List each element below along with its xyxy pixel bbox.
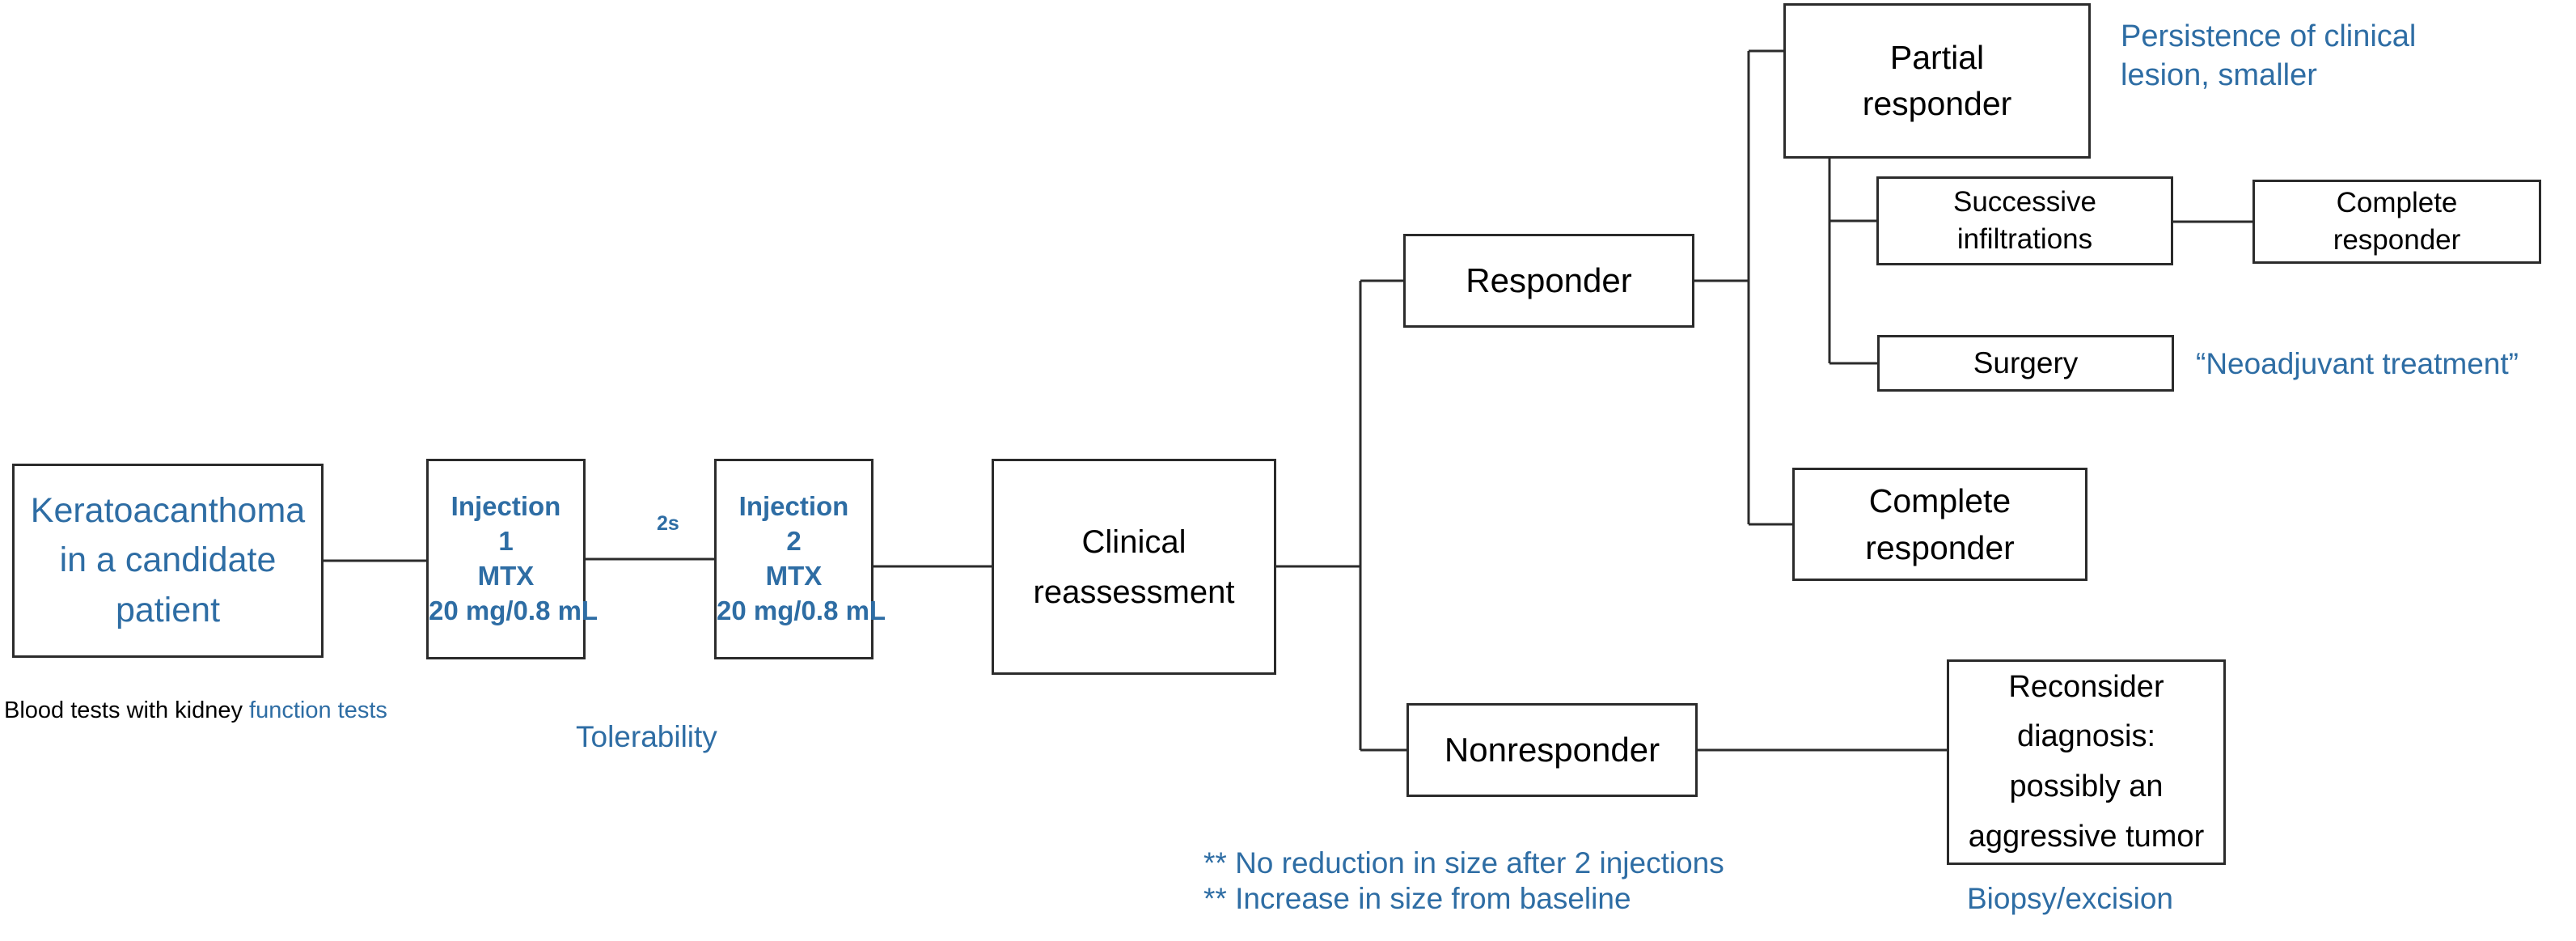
node-clinical-reassessment[interactable]: Clinical reassessment xyxy=(992,459,1276,675)
node-complete-responder-top-line2: responder xyxy=(2333,224,2461,256)
caption-blood-tests-black: Blood tests with kidney xyxy=(4,697,243,723)
node-complete-responder-top-line1: Complete xyxy=(2336,186,2458,218)
node-injection-2-line1: Injection xyxy=(738,491,849,522)
node-clinical-reassessment-line1: Clinical xyxy=(1081,523,1186,560)
node-injection-1-line2: 1 xyxy=(498,526,514,557)
node-injection-2-line4: 20 mg/0.8 mL xyxy=(717,595,886,625)
node-successive-infiltrations-line2: infiltrations xyxy=(1956,223,2093,255)
node-keratoacanthoma-line2: in a candidate xyxy=(59,540,277,580)
node-reconsider-diagnosis-line3: possibly an xyxy=(2009,769,2164,803)
node-successive-infiltrations-line1: Successive xyxy=(1952,185,2097,218)
node-injection-2-line3: MTX xyxy=(765,561,823,591)
node-injection-1[interactable]: Injection 1 MTX 20 mg/0.8 mL xyxy=(426,459,599,659)
node-injection-2-line2: 2 xyxy=(786,526,802,557)
node-reconsider-diagnosis-line1: Reconsider xyxy=(2008,669,2164,704)
caption-blood-tests-blue: function tests xyxy=(249,697,387,723)
node-surgery-label: Surgery xyxy=(1973,346,2079,379)
node-keratoacanthoma-line3: patient xyxy=(115,590,221,629)
node-keratoacanthoma-line1: Keratoacanthoma xyxy=(30,491,306,531)
node-partial-responder-line2: responder xyxy=(1862,85,2012,122)
node-reconsider-diagnosis-line4: aggressive tumor xyxy=(1968,819,2205,854)
node-reconsider-diagnosis[interactable]: Reconsider diagnosis: possibly an aggres… xyxy=(1947,659,2226,865)
node-surgery[interactable]: Surgery xyxy=(1877,335,2174,392)
node-clinical-reassessment-line2: reassessment xyxy=(1033,574,1235,610)
node-responder[interactable]: Responder xyxy=(1403,234,1694,328)
node-complete-responder-mid-line1: Complete xyxy=(1868,481,2011,519)
node-complete-responder-mid-line2: responder xyxy=(1865,529,2015,566)
node-keratoacanthoma[interactable]: Keratoacanthoma in a candidate patient xyxy=(12,464,324,658)
node-responder-label: Responder xyxy=(1466,261,1632,299)
caption-blood-tests: Blood tests with kidney function tests xyxy=(4,697,387,724)
caption-tolerability: Tolerability xyxy=(576,720,717,753)
node-reconsider-diagnosis-line2: diagnosis: xyxy=(2016,719,2156,754)
node-nonresponder-label: Nonresponder xyxy=(1444,731,1660,769)
caption-nonresponder-criteria-line2: ** Increase in size from baseline xyxy=(1203,881,1631,915)
node-injection-1-line1: Injection xyxy=(450,491,561,522)
node-complete-responder-top[interactable]: Complete responder xyxy=(2252,180,2541,264)
caption-persistence-line1: Persistence of clinical xyxy=(2121,19,2417,53)
node-partial-responder[interactable]: Partial responder xyxy=(1783,3,2091,159)
node-injection-2[interactable]: Injection 2 MTX 20 mg/0.8 mL xyxy=(714,459,886,659)
caption-persistence-line2: lesion, smaller xyxy=(2121,57,2317,92)
caption-persistence-of-clinical-lesion: Persistence of clinical lesion, smaller xyxy=(2121,18,2460,95)
node-partial-responder-line1: Partial xyxy=(1889,38,1985,76)
caption-nonresponder-criteria: ** No reduction in size after 2 injectio… xyxy=(1203,846,1818,916)
caption-neoadjuvant-treatment: “Neoadjuvant treatment” xyxy=(2196,347,2519,380)
edge-label-interval: 2s xyxy=(657,512,679,535)
node-injection-1-line4: 20 mg/0.8 mL xyxy=(429,595,599,625)
node-complete-responder-mid[interactable]: Complete responder xyxy=(1792,468,2087,581)
node-successive-infiltrations[interactable]: Successive infiltrations xyxy=(1876,176,2173,265)
node-nonresponder[interactable]: Nonresponder xyxy=(1406,703,1698,797)
node-injection-1-line3: MTX xyxy=(477,561,535,591)
caption-nonresponder-criteria-line1: ** No reduction in size after 2 injectio… xyxy=(1203,846,1724,880)
caption-biopsy-excision: Biopsy/excision xyxy=(1967,882,2174,915)
